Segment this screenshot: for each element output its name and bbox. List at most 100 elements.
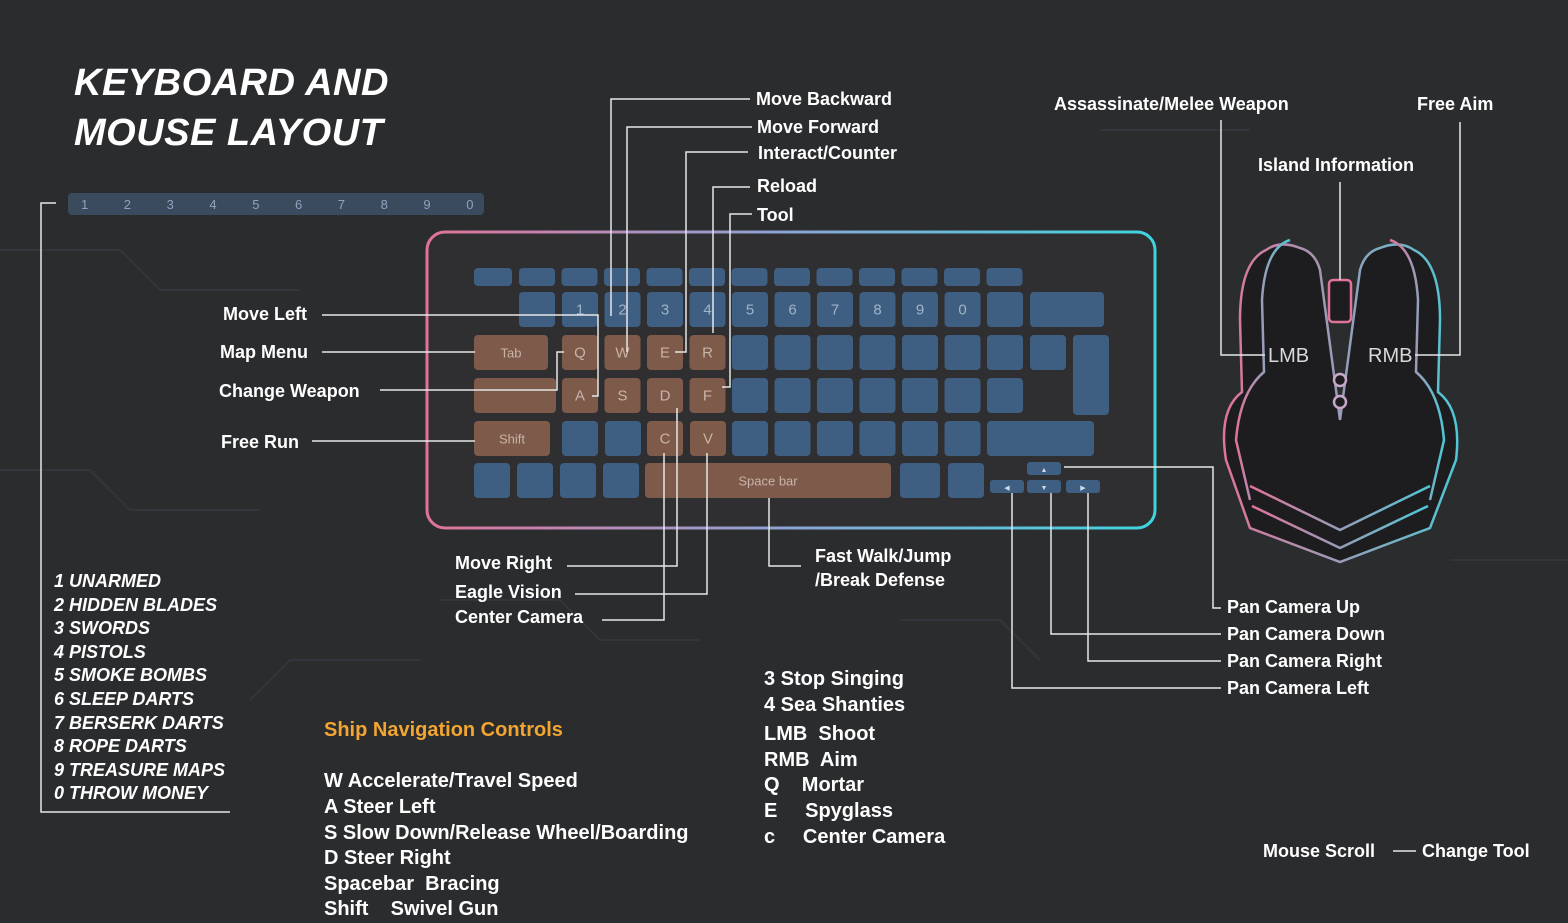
ship-extra-item: c Center Camera [764, 825, 946, 848]
key-shift[interactable] [474, 421, 550, 456]
key-number-8[interactable] [859, 292, 896, 327]
weapon-item: 7 BERSERK DARTS [54, 712, 224, 733]
key-function[interactable] [731, 268, 768, 286]
ship-control-item: S Slow Down/Release Wheel/Boarding [324, 821, 689, 844]
key-letter[interactable] [987, 378, 1023, 413]
ship-navigation-heading: Ship Navigation Controls [324, 719, 563, 742]
key-label: 6 [788, 302, 796, 319]
key-letter[interactable] [944, 335, 981, 370]
key-tab[interactable] [474, 335, 548, 370]
key-letter[interactable] [859, 378, 896, 413]
key-letter[interactable] [774, 421, 811, 456]
key-bracket[interactable] [1030, 335, 1066, 370]
key-backspace[interactable] [1030, 292, 1104, 327]
key-letter[interactable] [774, 378, 811, 413]
key-function[interactable] [816, 268, 853, 286]
key-letter[interactable] [902, 378, 938, 413]
key-tilde[interactable] [519, 292, 555, 327]
key-enter[interactable] [1073, 335, 1109, 415]
key-letter[interactable] [944, 421, 981, 456]
key-w[interactable] [604, 335, 641, 370]
key-win[interactable] [517, 463, 553, 498]
key-letter[interactable] [732, 335, 768, 370]
weapon-item: 0 THROW MONEY [54, 783, 209, 804]
key-letter[interactable] [817, 378, 853, 413]
key-z[interactable] [562, 421, 598, 456]
key-ctrl-right[interactable] [948, 463, 984, 498]
key-number-6[interactable] [774, 292, 811, 327]
ship-extra-item: E Spyglass [764, 799, 893, 822]
key-letter[interactable] [732, 421, 768, 456]
ship-navigation-controls: Ship Navigation Controls W Accelerate/Tr… [324, 667, 689, 923]
weapon-item: 9 TREASURE MAPS [54, 759, 226, 780]
key-v[interactable] [690, 421, 726, 456]
key-function[interactable] [859, 268, 895, 286]
key-letter[interactable] [902, 421, 938, 456]
key-letter[interactable] [859, 421, 896, 456]
circuit-background [0, 129, 1568, 701]
mouse-button-top[interactable] [1332, 372, 1348, 388]
key-letter[interactable] [732, 378, 768, 413]
key-a[interactable] [562, 378, 598, 413]
key-letter[interactable] [817, 421, 853, 456]
key-number-5[interactable] [732, 292, 768, 327]
key-label: R [702, 345, 713, 362]
key-number-4[interactable] [689, 292, 726, 327]
key-number-3[interactable] [647, 292, 683, 327]
key-letter[interactable] [817, 335, 853, 370]
key-letter[interactable] [902, 335, 938, 370]
key-label: 4 [703, 302, 711, 319]
key-function[interactable] [901, 268, 938, 286]
key-arrow-down-glyph: ▼ [1041, 485, 1048, 492]
key-label: E [660, 345, 670, 362]
key-arrow-up[interactable] [1027, 462, 1061, 475]
key-c[interactable] [647, 421, 683, 456]
key-minus[interactable] [987, 292, 1023, 327]
key-f[interactable] [689, 378, 726, 413]
label-move-backward: Move Backward [756, 89, 893, 109]
key-e[interactable] [647, 335, 683, 370]
key-function[interactable] [604, 268, 640, 286]
key-letter[interactable] [944, 378, 981, 413]
key-x[interactable] [605, 421, 641, 456]
scroll-wheel[interactable] [1327, 278, 1353, 324]
key-right-shift[interactable] [987, 421, 1094, 456]
key-arrow-right[interactable] [1066, 480, 1100, 493]
key-number-9[interactable] [902, 292, 938, 327]
key-label: Shift [499, 432, 525, 447]
key-function[interactable] [774, 268, 810, 286]
number-row-label: 0 [466, 197, 473, 212]
key-function[interactable] [519, 268, 555, 286]
key-number-2[interactable] [604, 292, 641, 327]
key-letter[interactable] [859, 335, 896, 370]
key-arrow-down[interactable] [1027, 480, 1061, 493]
number-row-label: 7 [338, 197, 345, 212]
key-function[interactable] [646, 268, 683, 286]
key-letter[interactable] [774, 335, 811, 370]
mouse-button-bottom[interactable] [1332, 394, 1348, 410]
key-q[interactable] [562, 335, 598, 370]
key-ctrl[interactable] [474, 463, 510, 498]
key-number-1[interactable] [562, 292, 598, 327]
label-move-right: Move Right [455, 553, 552, 573]
key-letter[interactable] [987, 335, 1023, 370]
weapon-item: 5 SMOKE BOMBS [54, 665, 208, 686]
key-alt[interactable] [560, 463, 596, 498]
number-row-label: 6 [295, 197, 302, 212]
key-caps-lock[interactable] [474, 378, 556, 413]
number-row-strip [68, 193, 484, 215]
key-s[interactable] [604, 378, 641, 413]
key-esc[interactable] [474, 268, 512, 286]
key-number-0[interactable] [944, 292, 981, 327]
key-number-7[interactable] [817, 292, 853, 327]
key-function[interactable] [944, 268, 980, 286]
key-function[interactable] [561, 268, 598, 286]
key-function[interactable] [986, 268, 1023, 286]
key-fn[interactable] [603, 463, 639, 498]
key-arrow-left[interactable] [990, 480, 1024, 493]
key-r[interactable] [689, 335, 726, 370]
key-function[interactable] [689, 268, 725, 286]
key-d[interactable] [647, 378, 683, 413]
key-alt-right[interactable] [900, 463, 940, 498]
